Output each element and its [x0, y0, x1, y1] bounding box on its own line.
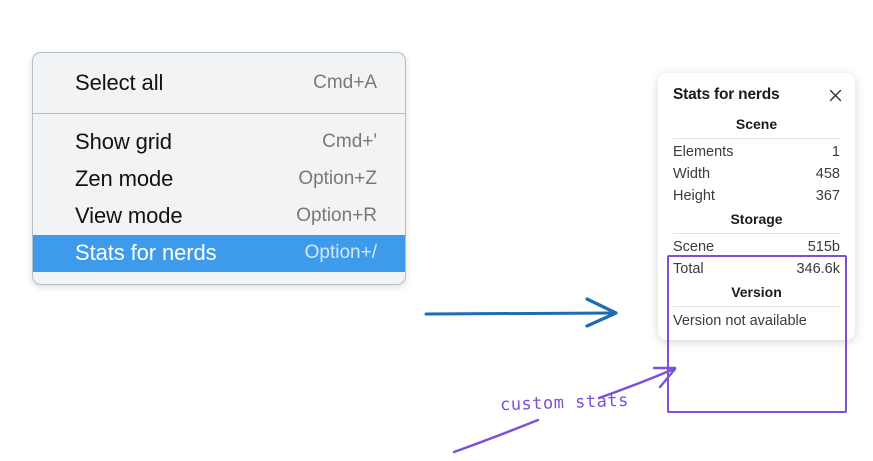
- section-heading: Scene: [735, 116, 778, 132]
- panel-body: Scene Elements 1 Width 458 Height 367 St…: [658, 112, 855, 332]
- stat-value: 367: [815, 188, 840, 204]
- menu-item-view-mode[interactable]: View mode Option+R: [33, 198, 405, 235]
- section-divider: [673, 306, 840, 307]
- menu-item-show-grid[interactable]: Show grid Cmd+': [33, 124, 405, 161]
- close-icon[interactable]: [827, 87, 843, 103]
- stat-key: Total: [673, 261, 704, 277]
- stat-row: Total 346.6k: [673, 258, 840, 280]
- menu-group-2: Show grid Cmd+' Zen mode Option+Z View m…: [33, 114, 405, 284]
- stats-for-nerds-panel[interactable]: Stats for nerds Scene Elements 1 Width 4…: [658, 73, 855, 340]
- section-scene: Scene Elements 1 Width 458 Height 367: [673, 112, 840, 207]
- stat-value: 1: [831, 144, 840, 160]
- menu-item-shortcut: Option+R: [296, 205, 377, 226]
- menu-item-label: Show grid: [75, 129, 172, 154]
- menu-item-label: Zen mode: [75, 166, 174, 191]
- menu-group-1: Select all Cmd+A: [33, 53, 405, 113]
- version-status-text: Version not available: [673, 313, 807, 329]
- stat-value: 515b: [807, 239, 840, 255]
- stat-value: 346.6k: [796, 261, 840, 277]
- panel-title: Stats for nerds: [673, 86, 780, 103]
- menu-item-zen-mode[interactable]: Zen mode Option+Z: [33, 161, 405, 198]
- stat-key: Scene: [673, 239, 715, 255]
- menu-item-label: Stats for nerds: [75, 240, 217, 265]
- stat-key: Width: [673, 166, 711, 182]
- menu-item-shortcut: Option+Z: [298, 168, 377, 189]
- menu-separator: [33, 113, 405, 114]
- stat-key: Elements: [673, 144, 734, 160]
- stat-row: Scene 515b: [673, 236, 840, 258]
- annotation-arrow-upper-icon: [597, 366, 677, 400]
- stat-row: Width 458: [673, 163, 840, 185]
- menu-item-label: View mode: [75, 203, 183, 228]
- stat-key: Height: [673, 188, 715, 204]
- annotation-arrow-lower-icon: [452, 418, 540, 454]
- arrow-right-icon: [424, 297, 618, 328]
- menu-item-shortcut: Cmd+A: [313, 72, 377, 93]
- menu-item-stats-for-nerds[interactable]: Stats for nerds Option+/: [33, 235, 405, 272]
- context-menu[interactable]: Select all Cmd+A Show grid Cmd+' Zen mod…: [32, 52, 406, 285]
- section-divider: [673, 233, 840, 234]
- stat-value: 458: [815, 166, 840, 182]
- stat-row: Elements 1: [673, 141, 840, 163]
- section-storage: Storage Scene 515b Total 346.6k: [673, 207, 840, 280]
- panel-header: Stats for nerds: [658, 73, 855, 112]
- menu-item-select-all[interactable]: Select all Cmd+A: [33, 65, 405, 102]
- section-heading: Storage: [730, 211, 783, 227]
- section-heading: Version: [731, 284, 782, 300]
- menu-item-label: Select all: [75, 70, 164, 95]
- menu-item-shortcut: Option+/: [304, 242, 377, 263]
- section-divider: [673, 138, 840, 139]
- menu-item-shortcut: Cmd+': [322, 131, 377, 152]
- stat-row: Height 367: [673, 185, 840, 207]
- section-version: Version Version not available: [673, 280, 840, 332]
